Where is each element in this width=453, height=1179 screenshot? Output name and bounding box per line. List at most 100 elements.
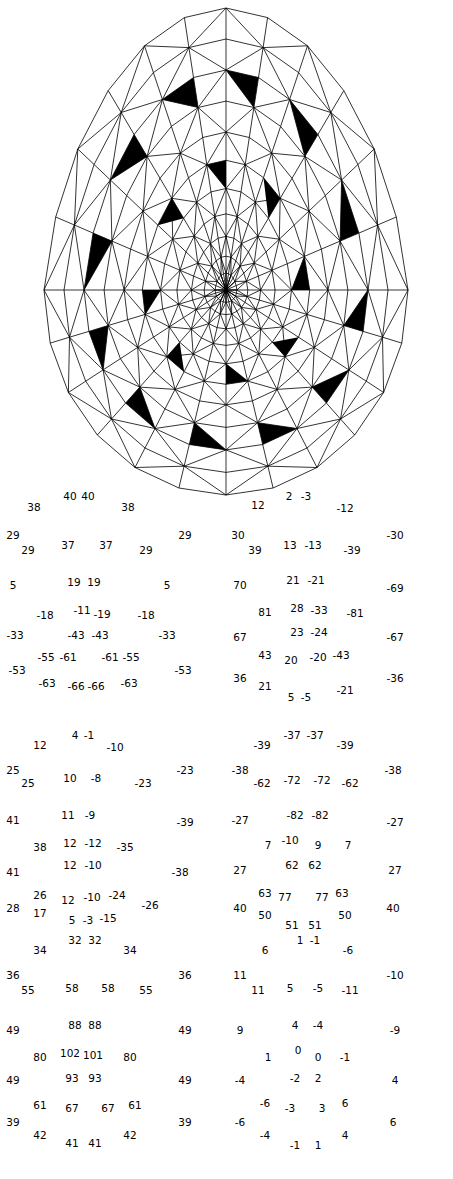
stress-value: 80 — [33, 1052, 46, 1063]
stress-value: -69 — [386, 583, 403, 594]
stress-value: 93 — [88, 1073, 101, 1084]
filled-element — [110, 134, 147, 180]
stress-value: 43 — [258, 650, 271, 661]
stress-value: 55 — [21, 985, 34, 996]
stress-value: -11 — [341, 985, 358, 996]
stress-value: 9 — [237, 1025, 244, 1036]
filled-element — [312, 370, 349, 403]
stress-value: 7 — [265, 840, 272, 851]
stress-value: 2 — [315, 1073, 322, 1084]
filled-element — [89, 326, 108, 370]
stress-value: 21 — [286, 575, 299, 586]
stress-value: 12 — [61, 895, 74, 906]
stress-value: 28 — [290, 603, 303, 614]
stress-value: 6 — [342, 1098, 349, 1109]
stress-value: 5 — [287, 983, 294, 994]
stress-value: -81 — [346, 608, 363, 619]
stress-value: 27 — [233, 865, 246, 876]
stress-value: 23 — [290, 627, 303, 638]
stress-value: 70 — [233, 580, 246, 591]
stress-value: 80 — [123, 1052, 136, 1063]
stress-value: -27 — [231, 815, 248, 826]
stress-value: 49 — [6, 1075, 19, 1086]
stress-value: 39 — [248, 545, 261, 556]
stress-value: -37 — [306, 730, 323, 741]
stress-value: -62 — [341, 778, 358, 789]
stress-value: 34 — [123, 945, 136, 956]
stress-value: -33 — [158, 630, 175, 641]
stress-value: 5 — [164, 580, 171, 591]
stress-value: 41 — [6, 815, 19, 826]
stress-value: 5 — [10, 580, 17, 591]
stress-value: 2 — [286, 491, 293, 502]
stress-value: 51 — [285, 920, 298, 931]
stress-value: -3 — [83, 915, 93, 926]
stress-value: 77 — [278, 892, 291, 903]
stress-value: 88 — [88, 1020, 101, 1031]
stress-value: -35 — [116, 842, 133, 853]
stress-value: 0 — [315, 1052, 322, 1063]
filled-element — [226, 364, 248, 385]
stress-value: 81 — [258, 607, 271, 618]
stress-value: 29 — [21, 545, 34, 556]
stress-value: 55 — [139, 985, 152, 996]
filled-element — [84, 233, 112, 290]
stress-value: 11 — [251, 985, 264, 996]
stress-value: -3 — [285, 1103, 295, 1114]
filled-element — [272, 337, 298, 357]
stress-value: -37 — [283, 730, 300, 741]
stress-value: -6 — [235, 1117, 245, 1128]
stress-value: -82 — [286, 810, 303, 821]
stress-value: -24 — [310, 627, 327, 638]
stress-value: 40 — [233, 903, 246, 914]
stress-value: -66 — [67, 681, 84, 692]
stress-value: 67 — [101, 1103, 114, 1114]
stress-value: -1 — [290, 1140, 300, 1151]
stress-value: 62 — [285, 860, 298, 871]
stress-value: 20 — [284, 655, 297, 666]
stress-value: -1 — [84, 730, 94, 741]
filled-element — [344, 290, 368, 331]
stress-value: 77 — [315, 892, 328, 903]
stress-value: -2 — [290, 1073, 300, 1084]
stress-value: 41 — [65, 1138, 78, 1149]
stress-value: -55 — [122, 652, 139, 663]
stress-value: -8 — [91, 773, 101, 784]
stress-value: -23 — [134, 778, 151, 789]
filled-element — [207, 160, 226, 188]
stress-value: 12 — [251, 500, 264, 511]
stress-value: 50 — [258, 910, 271, 921]
stress-value: 30 — [231, 530, 244, 541]
stress-value: -15 — [99, 913, 116, 924]
stress-value: -38 — [171, 867, 188, 878]
stress-value: 12 — [63, 838, 76, 849]
stress-value: -39 — [253, 740, 270, 751]
stress-value: 32 — [88, 935, 101, 946]
stress-value: 42 — [33, 1130, 46, 1141]
stress-value: 62 — [308, 860, 321, 871]
stress-value: -39 — [343, 545, 360, 556]
stress-value: 9 — [315, 840, 322, 851]
stress-value: -72 — [313, 775, 330, 786]
stress-value: -43 — [91, 630, 108, 641]
finite-element-mesh — [0, 0, 453, 505]
stress-value: 34 — [33, 945, 46, 956]
stress-value: -11 — [73, 605, 90, 616]
stress-value: 58 — [65, 983, 78, 994]
stress-value: 27 — [388, 865, 401, 876]
stress-value: -61 — [59, 652, 76, 663]
stress-value: 101 — [83, 1050, 103, 1061]
stress-value: -66 — [87, 681, 104, 692]
stress-value: -10 — [84, 860, 101, 871]
filled-element — [162, 78, 198, 108]
stress-value: -18 — [137, 610, 154, 621]
stress-value: 4 — [292, 1020, 299, 1031]
filled-element — [226, 70, 258, 107]
filled-element — [258, 423, 297, 445]
stress-value: 25 — [6, 765, 19, 776]
stress-value: -43 — [67, 630, 84, 641]
stress-value: 37 — [99, 540, 112, 551]
stress-value: 29 — [139, 545, 152, 556]
stress-value: 40 — [63, 491, 76, 502]
stress-value: -5 — [301, 692, 311, 703]
